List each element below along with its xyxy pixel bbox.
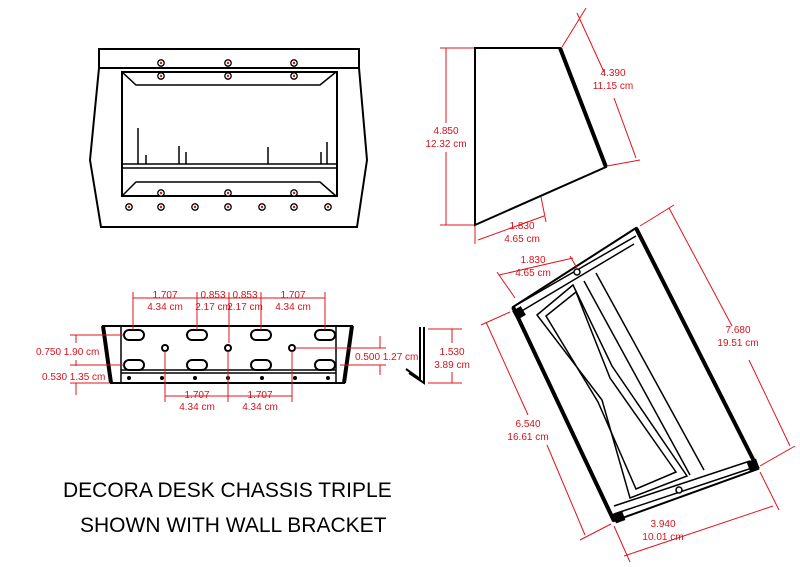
bottom-view [70,292,386,402]
slot4-cm: 4.34 cm [275,302,311,313]
left-dim-lower: 0.530 1.35 cm [42,372,105,383]
right-dim: 0.500 1.27 cm [355,352,418,363]
iso-long-cm: 19.51 cm [717,338,758,349]
side-height-cm: 12.32 cm [425,139,466,150]
side-slope-in: 4.390 [600,68,625,79]
side-height-in: 4.850 [433,126,458,137]
slot3-cm: 2.17 cm [227,302,263,313]
slot2-in: 0.853 [200,290,225,301]
iso-mid-cm: 16.61 cm [507,432,548,443]
title-line2: SHOWN WITH WALL BRACKET [80,514,387,537]
iso-top-cm: 4.65 cm [515,268,551,279]
bracket-height-cm: 3.89 cm [434,360,470,371]
iso-long-in: 7.680 [725,325,750,336]
side-base-cm: 4.65 cm [504,234,540,245]
slot3-in: 0.853 [232,290,257,301]
front-view [88,48,369,228]
iso-top-in: 1.830 [520,255,545,266]
left-dim-upper: 0.750 1.90 cm [36,347,99,358]
title-line1: DECORA DESK CHASSIS TRIPLE [63,479,392,502]
side-view [440,7,641,244]
side-slope-cm: 11.15 cm [593,81,633,92]
iso-view [480,204,796,563]
hole2-in: 1.707 [247,390,272,401]
hole1-cm: 4.34 cm [179,402,215,413]
bracket-height-in: 1.530 [439,347,464,358]
slot4-in: 1.707 [280,290,305,301]
iso-mid-in: 6.540 [515,419,540,430]
hole1-in: 1.707 [184,390,209,401]
slot1-in: 1.707 [152,290,177,301]
hole2-cm: 4.34 cm [242,402,278,413]
slot2-cm: 2.17 cm [195,302,231,313]
side-base-in: 1.830 [509,221,534,232]
iso-width-cm: 10.01 cm [642,532,683,543]
wall-bracket [405,327,462,385]
slot1-cm: 4.34 cm [147,302,183,313]
iso-width-in: 3.940 [650,519,675,530]
